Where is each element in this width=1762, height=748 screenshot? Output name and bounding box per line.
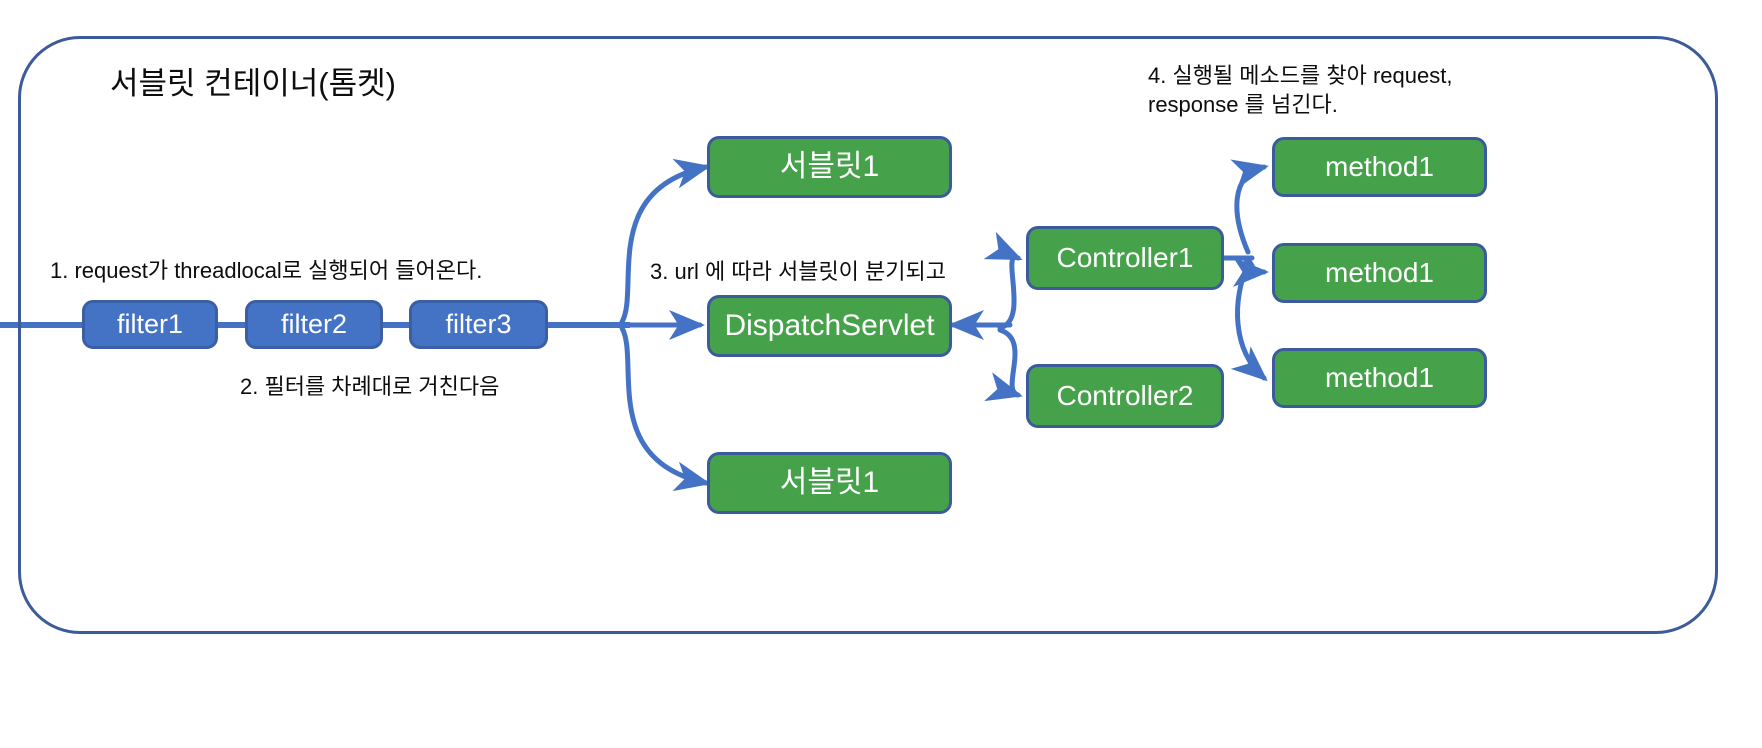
page-title: 서블릿 컨테이너(톰켓) xyxy=(110,66,396,101)
node-filter2[interactable]: filter2 xyxy=(245,300,383,349)
annotation-step-4: 4. 실행될 메소드를 찾아 request, response 를 넘긴다. xyxy=(1148,62,1508,119)
node-servlet-top[interactable]: 서블릿1 xyxy=(707,136,952,198)
annotation-step-4-line1: 4. 실행될 메소드를 찾아 request, xyxy=(1148,63,1453,88)
node-filter3[interactable]: filter3 xyxy=(409,300,548,349)
node-dispatch-servlet[interactable]: DispatchServlet xyxy=(707,295,952,357)
node-servlet-bottom[interactable]: 서블릿1 xyxy=(707,452,952,514)
node-method-3[interactable]: method1 xyxy=(1272,348,1487,408)
node-method-1[interactable]: method1 xyxy=(1272,137,1487,197)
node-filter1[interactable]: filter1 xyxy=(82,300,218,349)
annotation-step-2: 2. 필터를 차례대로 거친다음 xyxy=(240,374,500,399)
node-controller1[interactable]: Controller1 xyxy=(1026,226,1224,290)
annotation-step-4-line2: response 를 넘긴다. xyxy=(1148,91,1338,117)
annotation-step-3: 3. url 에 따라 서블릿이 분기되고 xyxy=(650,259,946,284)
annotation-step-1: 1. request가 threadlocal로 실행되어 들어온다. xyxy=(50,258,483,283)
node-method-2[interactable]: method1 xyxy=(1272,243,1487,303)
node-controller2[interactable]: Controller2 xyxy=(1026,364,1224,428)
servlet-container-frame xyxy=(18,36,1718,634)
